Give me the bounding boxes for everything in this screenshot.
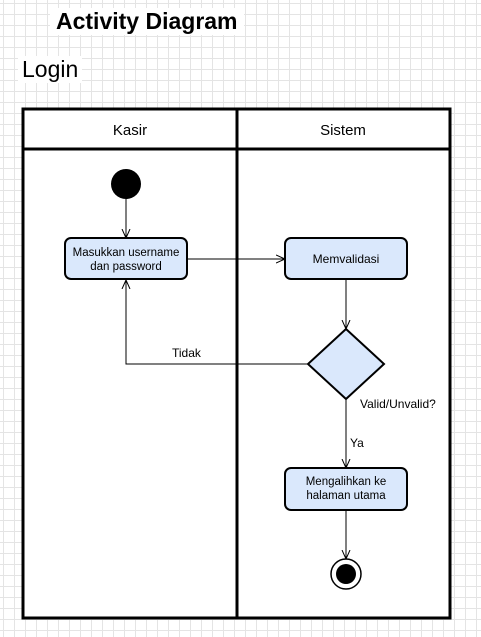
action-input-line1: Masukkan username: [73, 247, 180, 259]
guard-yes-label: Ya: [350, 436, 364, 450]
action-validate: [284, 237, 408, 280]
edge-decision-to-input: [126, 280, 308, 365]
diagram-subtitle: Login: [18, 56, 83, 83]
action-redirect: [284, 467, 408, 511]
action-input-line2: dan password: [90, 261, 162, 273]
action-validate-label: Memvalidasi: [313, 252, 380, 266]
diagram-title: Activity Diagram: [50, 8, 244, 35]
end-node: [330, 558, 362, 590]
lane-label-kasir: Kasir: [113, 122, 147, 139]
start-node: [111, 169, 141, 199]
decision-node: [306, 327, 386, 401]
guard-no-label: Tidak: [172, 346, 202, 360]
action-redirect-line2: halaman utama: [306, 490, 386, 502]
action-input-credentials: [64, 237, 188, 280]
lane-label-sistem: Sistem: [320, 122, 366, 139]
end-node-core: [336, 564, 356, 584]
decision-question: Valid/Unvalid?: [360, 397, 436, 411]
action-redirect-line1: Mengalihkan ke: [306, 476, 387, 488]
